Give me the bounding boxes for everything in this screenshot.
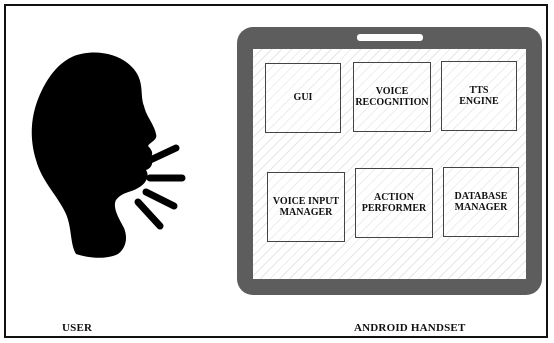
module-tts-engine: TTS ENGINE (441, 61, 517, 131)
android-handset-label: ANDROID HANDSET (354, 322, 466, 334)
user-silhouette (32, 53, 157, 258)
module-gui: GUI (265, 63, 341, 133)
module-voice-recognition: VOICE RECOGNITION (353, 62, 431, 132)
module-voice-input-manager: VOICE INPUT MANAGER (267, 172, 345, 242)
sound-waves-icon (138, 148, 182, 226)
user-label: USER (62, 322, 92, 334)
module-action-performer: ACTION PERFORMER (355, 168, 433, 238)
tablet-speaker-icon (357, 34, 423, 41)
tablet-screen: GUI VOICE RECOGNITION TTS ENGINE VOICE I… (253, 49, 526, 279)
module-database-manager: DATABASE MANAGER (443, 167, 519, 237)
speaking-person-icon (28, 50, 188, 260)
android-handset: GUI VOICE RECOGNITION TTS ENGINE VOICE I… (237, 27, 542, 295)
